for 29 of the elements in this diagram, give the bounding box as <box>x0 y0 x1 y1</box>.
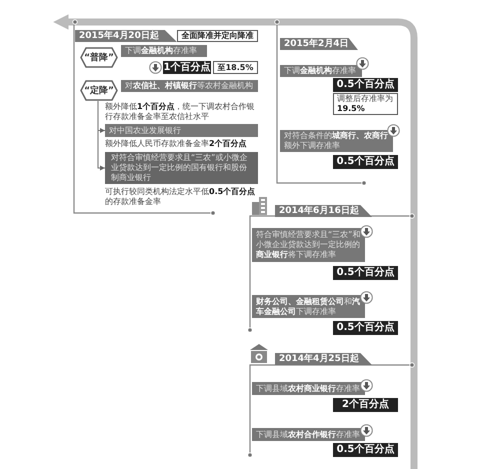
note-box: 调整后存准率为19.5% <box>333 93 398 115</box>
date-tag: 2015年2月4日 <box>280 38 358 50</box>
value-box: 0.5个百分点 <box>333 443 398 457</box>
date-tag: 2014年4月25日起 <box>275 353 372 365</box>
text-bar: 下调金融机构存准率 <box>121 45 207 57</box>
text-bar: 符合审慎经营要求且“三农”和小微企业贷款达到一定比例的商业银行将下调存准率 <box>252 228 365 262</box>
text-bar: 下调县域农村商业银行存准率 <box>252 382 365 395</box>
date-tag: 2015年4月20日起 <box>75 30 177 42</box>
text-bar: 下调金融机构存准率 <box>280 65 362 77</box>
heading-box: 全面降准并定向降准 <box>177 30 258 42</box>
text-bar: 对中国农业发展银行 <box>105 124 258 137</box>
text-bar: 对农信社、村镇银行等农村金融机构 <box>121 80 258 92</box>
text-bar: 对符合审慎经营要求且“三农”或小微企业贷款达到一定比例的国有银行和股份制商业银行 <box>105 152 258 184</box>
date-tag: 2014年6月16日起 <box>275 205 372 217</box>
text-bar: 对符合条件的城商行、农商行额外下调存准率 <box>280 130 393 152</box>
note-text: 额外降低人民币存款准备金率2个百分点 <box>105 139 248 149</box>
value-box: 0.5个百分点 <box>333 155 398 169</box>
text-bar: 下调县域农村合作银行存准率 <box>252 428 365 441</box>
text-bar: 财务公司、金融租赁公司和汽车金融公司下调存准率 <box>252 295 365 318</box>
value-box: 1个百分点 <box>163 61 211 74</box>
value-box: 至18.5% <box>213 61 258 74</box>
value-box: 0.5个百分点 <box>333 321 398 335</box>
value-box: 0.5个百分点 <box>333 78 398 92</box>
value-box: 2个百分点 <box>333 398 398 412</box>
hexagon-badge: “普降” <box>80 47 118 68</box>
note-text: 额外降低1个百分点，统一下调农村合作银行存款准备金率至农信社水平 <box>105 102 256 122</box>
note-text: 可执行较同类机构法定水平低0.5个百分点的存款准备金率 <box>105 187 256 207</box>
hexagon-badge: “定降” <box>80 80 118 101</box>
value-box: 0.5个百分点 <box>333 266 398 280</box>
